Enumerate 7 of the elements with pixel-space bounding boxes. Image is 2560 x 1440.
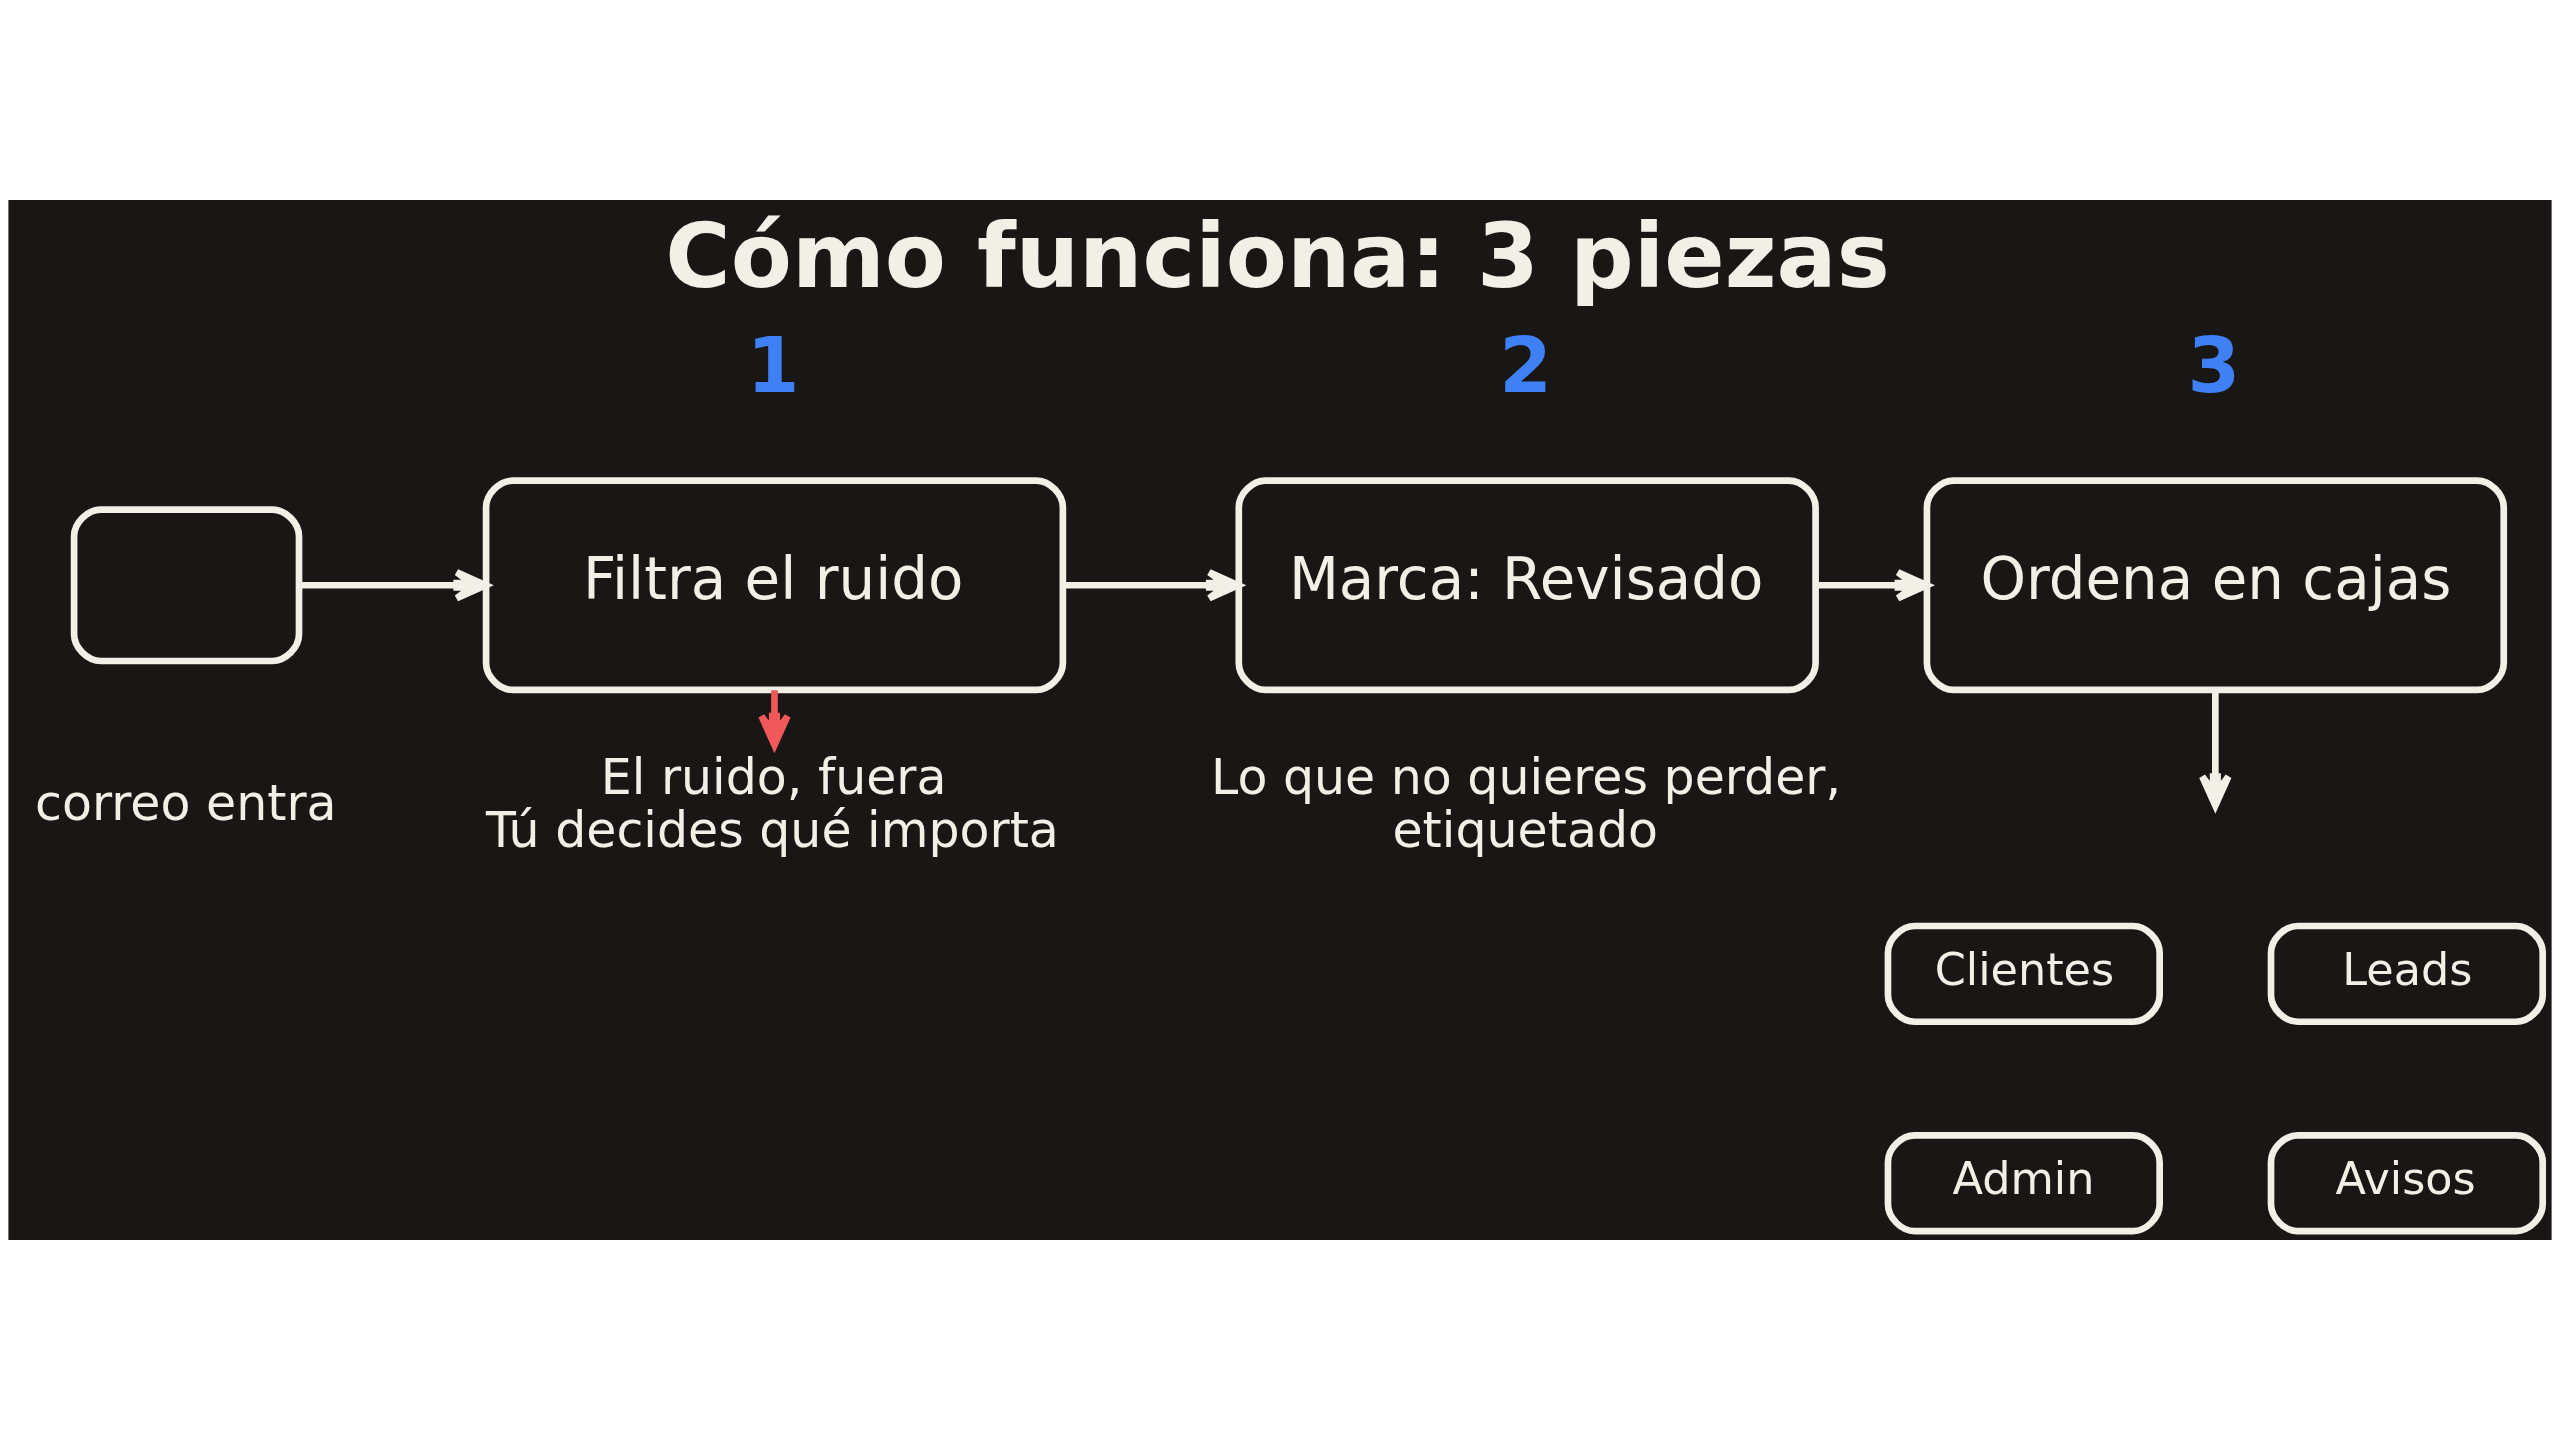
diagram-title: Cómo funciona: 3 piezas — [665, 203, 1890, 308]
node-label: Lo que no quieres perder, etiquetado — [1210, 748, 1841, 860]
node-label: correo entra — [35, 775, 337, 833]
node-text: El ruido, fuera Tú decides qué importa — [486, 748, 1059, 860]
node-label: 1 — [746, 321, 800, 410]
node-label: 3 — [2187, 321, 2241, 410]
node-label: 2 — [1499, 321, 1553, 410]
